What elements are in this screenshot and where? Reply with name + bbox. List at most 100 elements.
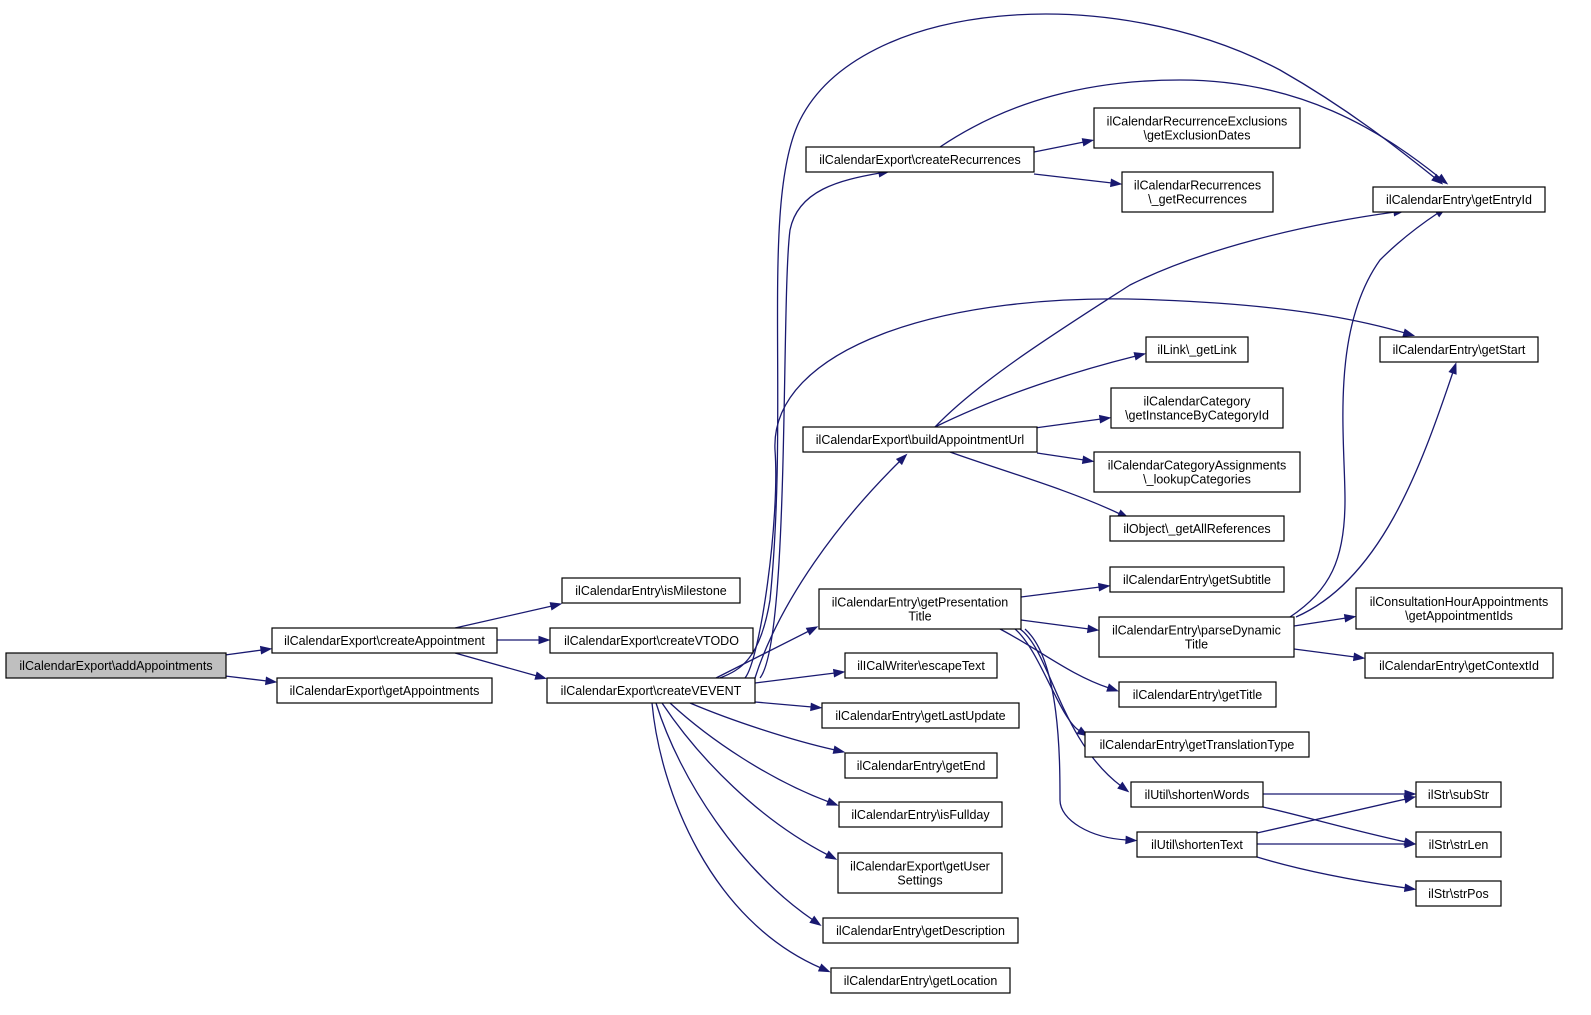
edge-shortenText-to-subStr (1256, 795, 1417, 834)
node-shortenWords[interactable]: ilUtil\shortenWords (1130, 781, 1264, 808)
node-getRecurrences[interactable]: ilCalendarRecurrences\_getRecurrences (1121, 171, 1274, 213)
edge-createVEVENT-to-buildAppointmentUrl-line (754, 460, 901, 679)
node-getEnd[interactable]: ilCalendarEntry\getEnd (844, 752, 998, 779)
node-box (1118, 681, 1277, 708)
node-getExclusionDates[interactable]: ilCalendarRecurrenceExclusions\getExclus… (1093, 107, 1301, 149)
node-box (821, 702, 1020, 729)
edge-createVEVENT-to-getPresentationTitle-arrowhead (805, 626, 819, 636)
edge-buildAppointmentUrl-to-getEntryId-line (934, 211, 1396, 428)
node-shortenText[interactable]: ilUtil\shortenText (1136, 831, 1258, 858)
node-label: ilCalendarEntry\parseDynamic (1112, 624, 1281, 638)
edge-createVEVENT-to-getPresentationTitle-line (715, 630, 810, 679)
node-createVEVENT[interactable]: ilCalendarExport\createVEVENT (546, 677, 756, 704)
node-createVTODO[interactable]: ilCalendarExport\createVTODO (549, 627, 754, 654)
edge-getPresentationTitle-to-parseDynamicTitle-arrowhead (1086, 624, 1100, 634)
node-label: ilCalendarEntry\getEntryId (1386, 193, 1532, 207)
node-label: ilCalendarEntry\isMilestone (575, 584, 727, 598)
node-label: ilICalWriter\escapeText (857, 659, 985, 673)
edge-buildAppointmentUrl-to-lookupCategories-arrowhead (1081, 455, 1095, 465)
edge-createVEVENT-to-getUserSettings (661, 702, 838, 860)
node-box (1415, 831, 1502, 858)
edge-createVEVENT-to-isFullday (669, 702, 839, 806)
edge-getPresentationTitle-to-getTranslationType-line (1014, 628, 1081, 732)
node-getContextId[interactable]: ilCalendarEntry\getContextId (1364, 652, 1554, 679)
node-strPos[interactable]: ilStr\strPos (1415, 880, 1502, 907)
node-box (1355, 587, 1563, 630)
node-getStart[interactable]: ilCalendarEntry\getStart (1379, 336, 1539, 363)
node-label: ilCalendarEntry\getLastUpdate (835, 709, 1005, 723)
node-box (1364, 652, 1554, 679)
node-getEntryId[interactable]: ilCalendarEntry\getEntryId (1372, 186, 1546, 213)
node-box (549, 627, 754, 654)
node-lookupCategories[interactable]: ilCalendarCategoryAssignments\_lookupCat… (1093, 451, 1301, 493)
edge-addAppointments-to-createAppointment-arrowhead (259, 645, 273, 655)
node-createRecurrences[interactable]: ilCalendarExport\createRecurrences (805, 146, 1035, 173)
node-getLocation[interactable]: ilCalendarEntry\getLocation (830, 967, 1011, 994)
node-box (818, 588, 1022, 630)
edge-buildAppointmentUrl-to-lookupCategories-line (1036, 452, 1085, 461)
node-getDescription[interactable]: ilCalendarEntry\getDescription (822, 917, 1019, 944)
node-label: ilStr\strLen (1429, 838, 1489, 852)
edge-getPresentationTitle-to-shortenText-arrowhead (1125, 835, 1138, 845)
node-box (276, 677, 493, 704)
node-label: ilCalendarEntry\isFullday (851, 808, 990, 822)
node-label: ilCalendarExport\createRecurrences (819, 153, 1020, 167)
edge-getPresentationTitle-to-getSubtitle-arrowhead (1097, 582, 1111, 592)
node-box (1136, 831, 1258, 858)
edge-shortenText-to-strLen-arrowhead (1404, 839, 1417, 849)
edge-getPresentationTitle-to-shortenWords-arrowhead (1117, 781, 1130, 793)
edge-createRecurrences-to-getEntryId (939, 79, 1449, 185)
edge-getPresentationTitle-to-shortenText (1024, 628, 1138, 845)
node-getAppointmentIds[interactable]: ilConsultationHourAppointments\getAppoin… (1355, 587, 1563, 630)
edge-createVEVENT-to-getStart-arrowhead (1402, 328, 1416, 337)
node-escapeText[interactable]: ilICalWriter\escapeText (844, 652, 998, 679)
edge-parseDynamicTitle-to-getContextId-arrowhead (1352, 652, 1366, 662)
node-getTitle[interactable]: ilCalendarEntry\getTitle (1118, 681, 1277, 708)
node-label: ilCalendarExport\createVTODO (564, 634, 739, 648)
node-label: ilCalendarRecurrences (1134, 179, 1261, 193)
node-box (546, 677, 756, 704)
node-label: ilCalendarExport\addAppointments (19, 659, 212, 673)
node-getAppointments[interactable]: ilCalendarExport\getAppointments (276, 677, 493, 704)
node-label: ilCalendarEntry\getLocation (844, 974, 998, 988)
edge-createAppointment-to-createVEVENT-line (454, 652, 538, 677)
node-getInstanceByCategoryId[interactable]: ilCalendarCategory\getInstanceByCategory… (1110, 387, 1284, 429)
edge-createVEVENT-to-createRecurrences-line (759, 172, 881, 679)
edge-createVEVENT-to-getLastUpdate-line (754, 701, 813, 708)
node-isMilestone[interactable]: ilCalendarEntry\isMilestone (561, 577, 741, 604)
node-label: Title (1185, 638, 1208, 652)
node-getSubtitle[interactable]: ilCalendarEntry\getSubtitle (1109, 566, 1285, 593)
edge-createVEVENT-to-getStart (744, 298, 1416, 679)
node-label: ilLink\_getLink (1157, 343, 1237, 357)
edge-buildAppointmentUrl-to-getAllReferences-line (949, 451, 1121, 515)
node-label: ilUtil\shortenText (1151, 838, 1243, 852)
edge-buildAppointmentUrl-to-getLink-arrowhead (1133, 352, 1147, 361)
node-label: ilCalendarEntry\getContextId (1379, 659, 1539, 673)
node-getLastUpdate[interactable]: ilCalendarEntry\getLastUpdate (821, 702, 1020, 729)
node-getLink[interactable]: ilLink\_getLink (1145, 336, 1249, 363)
edge-createVEVENT-to-getDescription-line (655, 702, 814, 921)
edge-createVEVENT-to-buildAppointmentUrl-arrowhead (895, 453, 908, 466)
node-isFullday[interactable]: ilCalendarEntry\isFullday (838, 801, 1003, 828)
edge-parseDynamicTitle-to-getStart-arrowhead (1448, 362, 1457, 375)
node-box (830, 967, 1011, 994)
node-createAppointment[interactable]: ilCalendarExport\createAppointment (271, 627, 498, 654)
edge-createAppointment-to-isMilestone-arrowhead (549, 602, 563, 611)
node-buildAppointmentUrl[interactable]: ilCalendarExport\buildAppointmentUrl (802, 426, 1038, 453)
node-label: ilCalendarCategoryAssignments (1108, 459, 1287, 473)
node-strLen[interactable]: ilStr\strLen (1415, 831, 1502, 858)
edge-getPresentationTitle-to-getTitle-arrowhead (1106, 683, 1119, 692)
node-addAppointments[interactable]: ilCalendarExport\addAppointments (5, 652, 227, 679)
edge-createRecurrences-to-getExclusionDates-line (1033, 141, 1085, 153)
edge-createRecurrences-to-getRecurrences (1033, 173, 1123, 188)
edge-createVEVENT-to-getUserSettings-arrowhead (824, 850, 838, 860)
edge-createAppointment-to-createVTODO (497, 635, 551, 645)
node-getTranslationType[interactable]: ilCalendarEntry\getTranslationType (1084, 731, 1310, 758)
node-getAllReferences[interactable]: ilObject\_getAllReferences (1109, 515, 1285, 542)
node-subStr[interactable]: ilStr\subStr (1415, 781, 1502, 808)
edge-buildAppointmentUrl-to-getLink-line (934, 355, 1137, 428)
edge-getPresentationTitle-to-getTitle (999, 628, 1119, 692)
